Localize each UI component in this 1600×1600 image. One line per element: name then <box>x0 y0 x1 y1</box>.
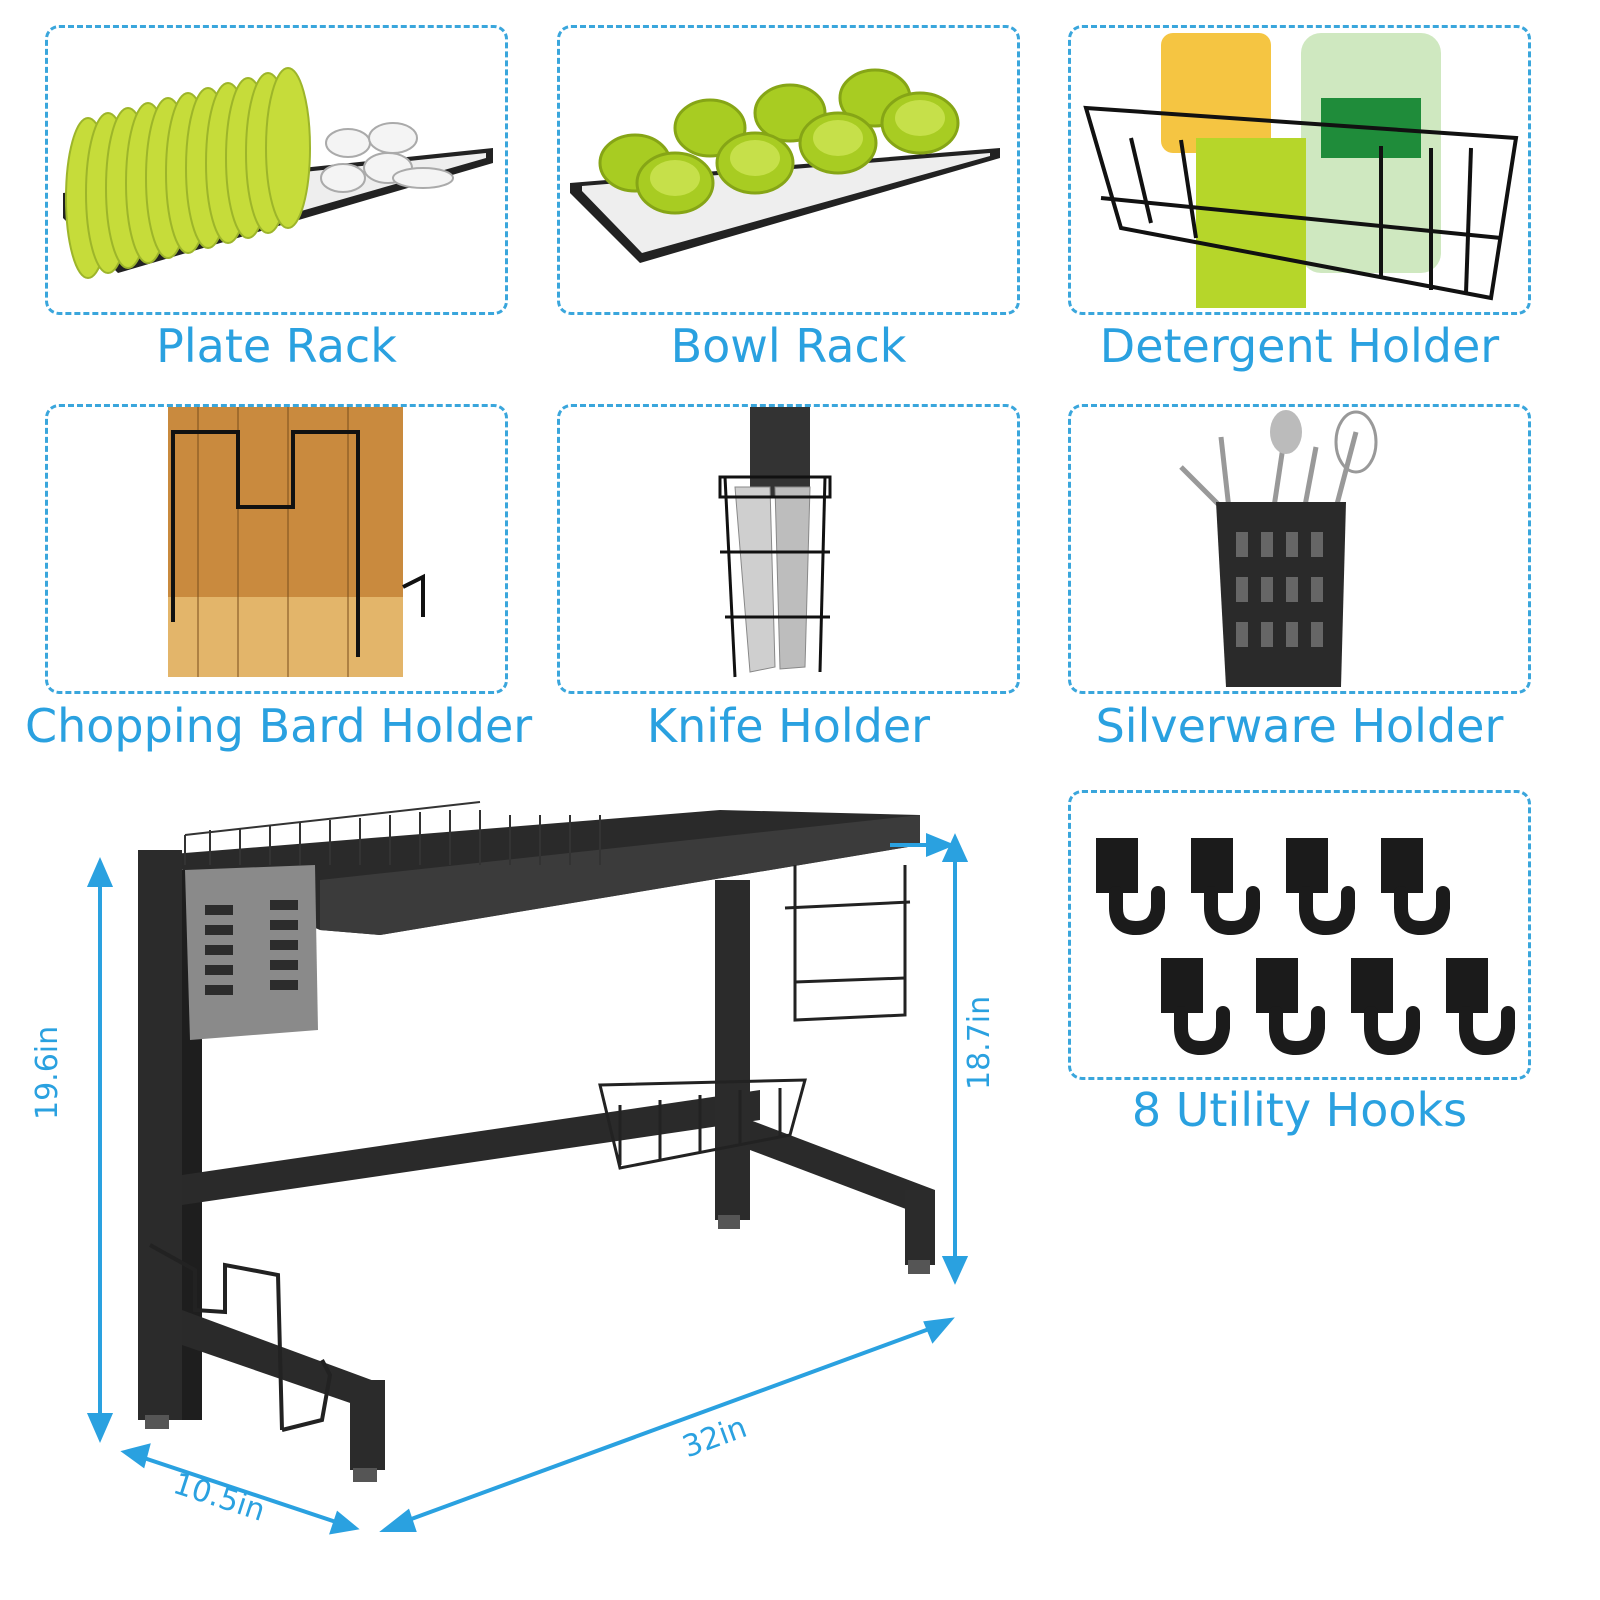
utility-hooks-icon <box>1071 793 1534 1083</box>
component-label: Plate Rack <box>156 319 397 373</box>
utility-hooks-card <box>1068 790 1531 1080</box>
component-label: Knife Holder <box>646 699 931 753</box>
plate-rack-icon <box>63 67 493 279</box>
silverware-holder-icon <box>1179 410 1378 687</box>
component-label: Silverware Holder <box>1095 699 1504 753</box>
component-label: Chopping Bard Holder <box>25 699 533 753</box>
bowl-rack-card <box>557 25 1020 315</box>
dish-rack-illustration <box>86 801 969 1535</box>
height-left-dimension: 19.6in <box>30 1025 65 1120</box>
bowl-rack-icon <box>570 68 1000 263</box>
chopping-board-holder-icon <box>168 407 425 677</box>
component-label: Detergent Holder <box>1099 319 1500 373</box>
component-label: Bowl Rack <box>670 319 907 373</box>
detergent-holder-icon <box>1083 33 1519 308</box>
chopping-board-holder-card <box>45 404 508 694</box>
silverware-holder-card <box>1068 404 1531 694</box>
height-right-dimension: 18.7in <box>962 995 997 1090</box>
knife-holder-card <box>557 404 1020 694</box>
plate-rack-card <box>45 25 508 315</box>
component-label: 8 Utility Hooks <box>1131 1083 1468 1137</box>
knife-holder-icon <box>718 407 832 678</box>
detergent-holder-card <box>1068 25 1531 315</box>
